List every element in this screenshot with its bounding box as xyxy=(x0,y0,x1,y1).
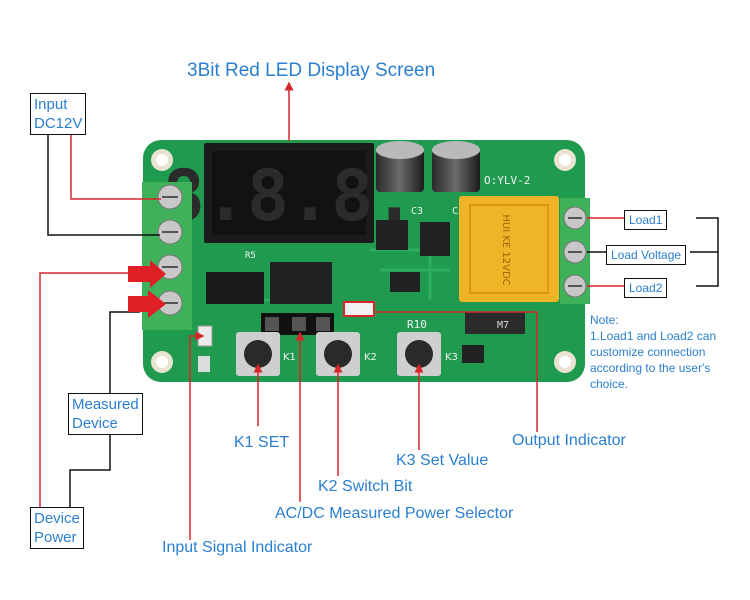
power-label-line1: Device xyxy=(34,510,80,527)
input-dc12v-box: Input DC12V xyxy=(30,93,87,135)
regulator-chip xyxy=(376,220,408,250)
note-line3: customize connection xyxy=(590,345,706,359)
display-digits: 8.8.8. xyxy=(163,155,416,237)
measured-label-line2: Device xyxy=(72,415,118,432)
transistor-chip xyxy=(420,222,450,256)
capacitor-left xyxy=(376,141,424,192)
acdc-jumper xyxy=(261,313,334,335)
note-line2: 1.Load1 and Load2 can xyxy=(590,329,717,343)
button-k3 xyxy=(397,332,441,376)
input-signal-indicator-label: Input Signal Indicator xyxy=(162,539,313,556)
power-label-line2: Power xyxy=(34,529,77,546)
silk-r10: R10 xyxy=(407,318,427,331)
silk-r5: R5 xyxy=(245,251,256,261)
input-led-resistor xyxy=(198,356,210,372)
measured-label-line1: Measured xyxy=(72,396,139,413)
load-voltage-box: Load Voltage xyxy=(606,245,687,265)
k3-set-value-label: K3 Set Value xyxy=(396,452,489,469)
relay-marking: HUI KE 12VDC xyxy=(500,214,511,285)
load1-box: Load1 xyxy=(624,210,668,230)
button-k2 xyxy=(316,332,360,376)
silk-k2: K2 xyxy=(364,352,377,363)
model-silkscreen: O:YLV-2 xyxy=(484,174,530,187)
transistor-k3 xyxy=(462,345,484,363)
right-terminal-block xyxy=(560,198,590,304)
note-line1: Note: xyxy=(590,313,619,327)
relay: HUI KE 12VDC xyxy=(459,196,559,302)
note-line4: according to the user's xyxy=(590,361,711,375)
output-indicator-label: Output Indicator xyxy=(512,432,626,449)
load2-box: Load2 xyxy=(624,278,668,298)
silk-c5: C5 xyxy=(452,206,464,217)
k1-set-label: K1 SET xyxy=(234,434,290,451)
mounting-holes xyxy=(151,149,576,373)
input-led xyxy=(197,325,213,347)
capacitor-right xyxy=(432,141,480,192)
main-ic xyxy=(270,262,332,304)
output-led xyxy=(343,301,375,317)
silk-m7: M7 xyxy=(497,320,509,331)
terminal-arrows xyxy=(128,260,166,318)
input-label-line1: Input xyxy=(34,96,68,113)
red-leader-lines xyxy=(39,81,624,547)
display-screen-label: 3Bit Red LED Display Screen xyxy=(187,60,436,81)
measured-device-box: Measured Device xyxy=(68,393,143,435)
small-chip xyxy=(390,272,420,292)
diode-m7 xyxy=(465,312,525,334)
left-terminal-block xyxy=(142,182,192,330)
silk-c3: C3 xyxy=(411,206,423,217)
silk-k3: K3 xyxy=(445,352,458,363)
input-label-line2: DC12V xyxy=(34,115,83,132)
button-k1 xyxy=(236,332,280,376)
led-display: 8.8.8. xyxy=(163,143,416,243)
acdc-selector-label: AC/DC Measured Power Selector xyxy=(275,505,514,522)
optocoupler-ic xyxy=(206,272,264,304)
silk-k1: K1 xyxy=(283,352,296,363)
note-line5: choice. xyxy=(590,377,629,391)
note-block: Note: 1.Load1 and Load2 can customize co… xyxy=(590,312,716,392)
device-power-box: Device Power xyxy=(30,507,84,549)
k2-switch-bit-label: K2 Switch Bit xyxy=(318,478,413,495)
